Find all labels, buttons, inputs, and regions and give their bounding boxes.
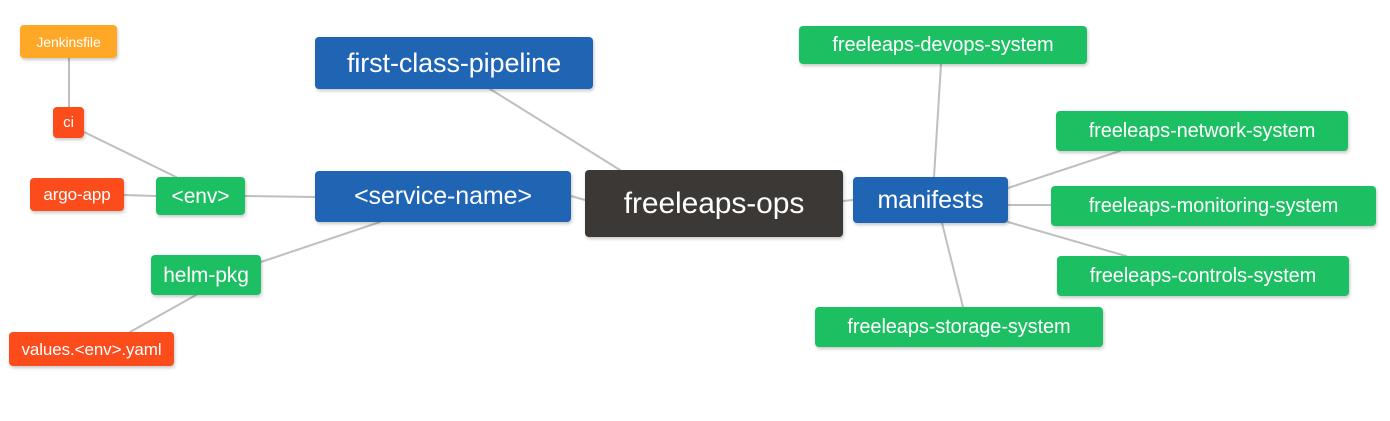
node-jenkinsfile[interactable]: Jenkinsfile	[20, 25, 117, 58]
node-argo-app[interactable]: argo-app	[30, 178, 124, 211]
node-first-class-pipeline[interactable]: first-class-pipeline	[315, 37, 593, 89]
node-label-jenkinsfile: Jenkinsfile	[36, 33, 101, 50]
node-label-env: <env>	[171, 184, 230, 208]
node-label-ci: ci	[63, 114, 74, 131]
node-service-name[interactable]: <service-name>	[315, 171, 571, 222]
edge-env-to-service-name	[244, 195, 316, 198]
edge-freeleaps-ops-to-manifests	[842, 199, 854, 202]
node-label-freeleaps-ops: freeleaps-ops	[623, 186, 805, 220]
node-freeleaps-ops[interactable]: freeleaps-ops	[585, 170, 843, 237]
edge-service-name-to-freeleaps-ops	[570, 195, 586, 201]
edge-ci-to-env	[83, 131, 177, 178]
node-freeleaps-monitoring-system[interactable]: freeleaps-monitoring-system	[1051, 186, 1376, 226]
node-freeleaps-controls-system[interactable]: freeleaps-controls-system	[1057, 256, 1349, 296]
node-label-service-name: <service-name>	[354, 182, 532, 210]
node-values-env-yaml[interactable]: values.<env>.yaml	[9, 332, 174, 366]
edge-manifests-to-freeleaps-storage-system	[941, 222, 964, 308]
edge-manifests-to-freeleaps-network-system	[1007, 150, 1121, 189]
node-label-freeleaps-controls-system: freeleaps-controls-system	[1089, 265, 1317, 287]
edge-manifests-to-freeleaps-devops-system	[933, 63, 942, 178]
node-label-values-env-yaml: values.<env>.yaml	[21, 339, 162, 359]
node-label-argo-app: argo-app	[43, 185, 111, 204]
node-label-helm-pkg: helm-pkg	[163, 263, 249, 287]
node-label-freeleaps-monitoring-system: freeleaps-monitoring-system	[1088, 195, 1339, 217]
node-freeleaps-network-system[interactable]: freeleaps-network-system	[1056, 111, 1348, 151]
node-label-freeleaps-network-system: freeleaps-network-system	[1088, 120, 1316, 142]
node-label-first-class-pipeline: first-class-pipeline	[346, 47, 562, 78]
edge-manifests-to-freeleaps-controls-system	[1007, 221, 1127, 257]
node-label-manifests: manifests	[877, 185, 984, 214]
node-label-freeleaps-storage-system: freeleaps-storage-system	[847, 316, 1071, 338]
node-ci[interactable]: ci	[53, 107, 84, 138]
edge-helm-pkg-to-service-name	[260, 221, 381, 263]
node-env[interactable]: <env>	[156, 177, 245, 215]
edge-argo-app-to-env	[123, 194, 157, 197]
node-helm-pkg[interactable]: helm-pkg	[151, 255, 261, 295]
edge-values-env-yaml-to-helm-pkg	[129, 294, 197, 333]
node-freeleaps-devops-system[interactable]: freeleaps-devops-system	[799, 26, 1087, 64]
node-freeleaps-storage-system[interactable]: freeleaps-storage-system	[815, 307, 1103, 347]
node-manifests[interactable]: manifests	[853, 177, 1008, 223]
edge-first-class-pipeline-to-freeleaps-ops	[489, 88, 621, 171]
node-label-freeleaps-devops-system: freeleaps-devops-system	[832, 34, 1054, 56]
